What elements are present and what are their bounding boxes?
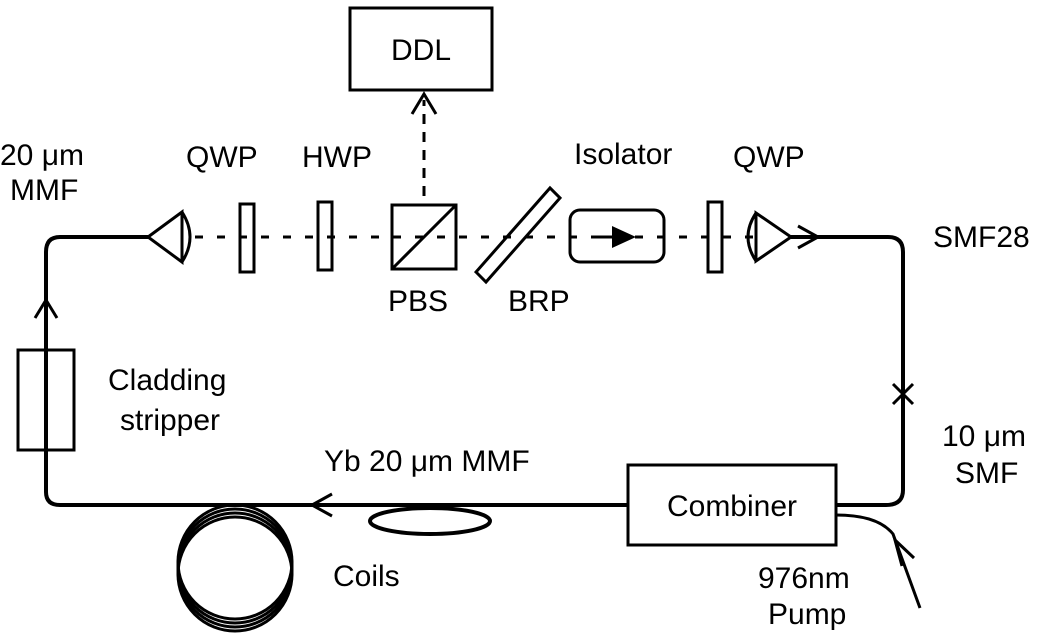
left-fiber-arrow [33, 297, 59, 319]
ddl-box [348, 6, 494, 92]
smf-10-label-line2: SMF [955, 457, 1018, 490]
isolator [568, 208, 666, 264]
hwp-plate [316, 200, 334, 272]
brp-plate [473, 185, 563, 285]
large-coils [176, 503, 294, 633]
pump-arrowhead [892, 535, 916, 567]
smf-10-label-line1: 10 μm [942, 420, 1026, 453]
fiber-loop [44, 235, 905, 507]
brp-label: BRP [508, 285, 570, 318]
pump-label-line1: 976nm [758, 562, 850, 595]
combiner-label: Combiner [667, 490, 797, 523]
hwp-label: HWP [302, 141, 372, 174]
cladding-stripper-box [16, 348, 76, 452]
cladding-stripper-label-line1: Cladding [108, 364, 226, 397]
smf28-fiber-arrow [797, 224, 822, 250]
pump-fiber [835, 513, 922, 609]
mmf-20-label-line1: 20 μm [0, 139, 84, 172]
cladding-stripper-label-line2: stripper [120, 404, 220, 437]
qwp-left-plate [238, 202, 256, 274]
pbs-label: PBS [388, 285, 448, 318]
splice-mark [891, 382, 915, 406]
qwp-right-plate [706, 200, 724, 274]
left-collimator [145, 209, 192, 265]
ddl-label: DDL [391, 34, 451, 67]
smf28-label: SMF28 [933, 221, 1030, 254]
right-collimator [746, 210, 794, 264]
coils-label: Coils [333, 560, 400, 593]
yb-fiber-arrow [308, 492, 333, 518]
pbs-cube [390, 203, 458, 271]
pump-label-line2: Pump [768, 598, 846, 631]
qwp-left-label: QWP [186, 141, 258, 174]
combiner-box [626, 463, 838, 547]
yb-fiber-label: Yb 20 μm MMF [324, 445, 530, 478]
isolator-label: Isolator [574, 138, 672, 171]
mmf-20-label-line2: MMF [10, 174, 78, 207]
qwp-right-label: QWP [733, 141, 805, 174]
small-coil [368, 506, 492, 536]
pbs-output-arrowhead [410, 91, 438, 115]
